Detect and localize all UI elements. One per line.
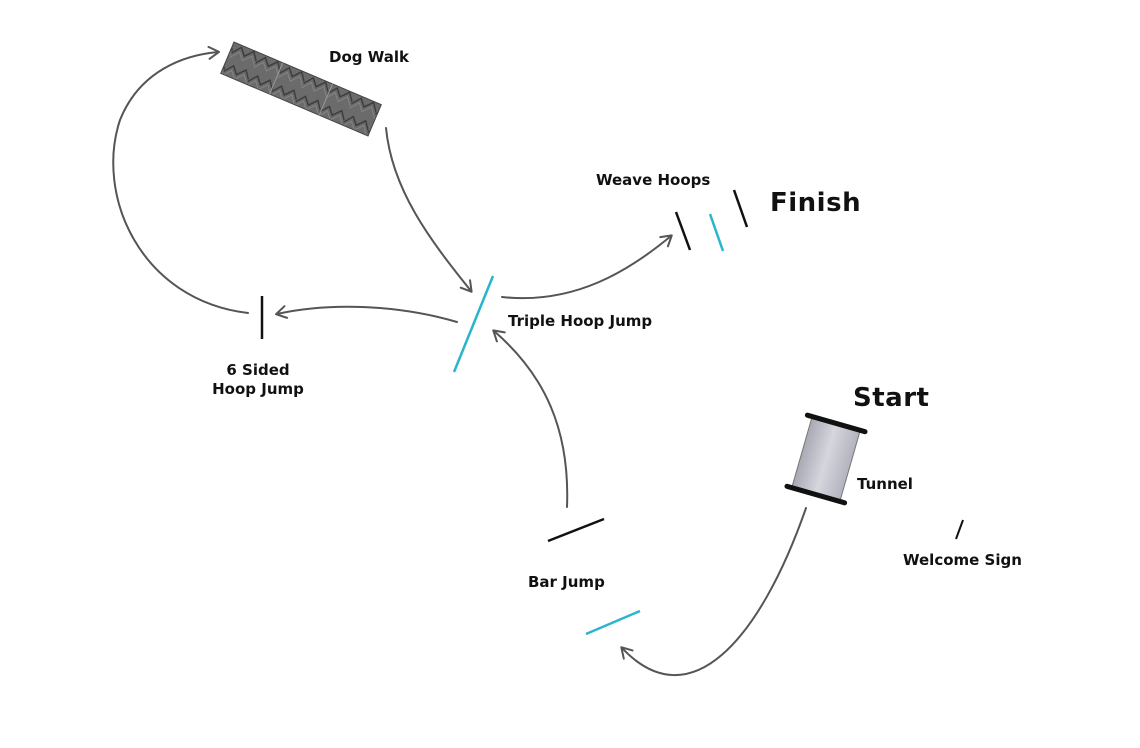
weave-hoop-3 <box>732 189 749 228</box>
six-sided-label-line2: Hoop Jump <box>212 380 304 398</box>
path-tunnel-to-bar-jump <box>620 507 807 677</box>
weave-hoops-label: Weave Hoops <box>596 171 711 189</box>
weave-hoop-1 <box>674 211 692 251</box>
bar-jump-label: Bar Jump <box>528 573 605 591</box>
six-sided-hoop-jump-label: 6 Sided Hoop Jump <box>208 361 308 399</box>
cyan-jump-lower <box>585 609 641 636</box>
path-dog-walk-to-triple-hoop <box>385 127 473 293</box>
triple-hoop-jump-label: Triple Hoop Jump <box>508 312 653 330</box>
tunnel-label: Tunnel <box>857 475 913 493</box>
bar-jump <box>547 517 605 543</box>
welcome-sign <box>955 519 964 540</box>
path-triple-hoop-to-six-sided <box>275 305 458 323</box>
tunnel-obstacle <box>784 412 868 506</box>
weave-hoop-2 <box>708 213 725 252</box>
path-bar-jump-to-triple-hoop <box>492 329 569 508</box>
course-path <box>112 45 807 677</box>
dog-walk-label: Dog Walk <box>329 48 409 66</box>
triple-hoop-jump <box>452 275 495 373</box>
path-triple-hoop-to-weave-hoops <box>501 234 673 300</box>
start-label: Start <box>853 383 930 413</box>
welcome-sign-label: Welcome Sign <box>903 551 1022 569</box>
six-sided-label-line1: 6 Sided <box>226 361 290 379</box>
path-six-sided-to-dog-walk <box>112 45 249 314</box>
finish-label: Finish <box>770 188 862 218</box>
dog-walk-obstacle <box>220 41 382 137</box>
weave-hoops <box>674 189 749 252</box>
